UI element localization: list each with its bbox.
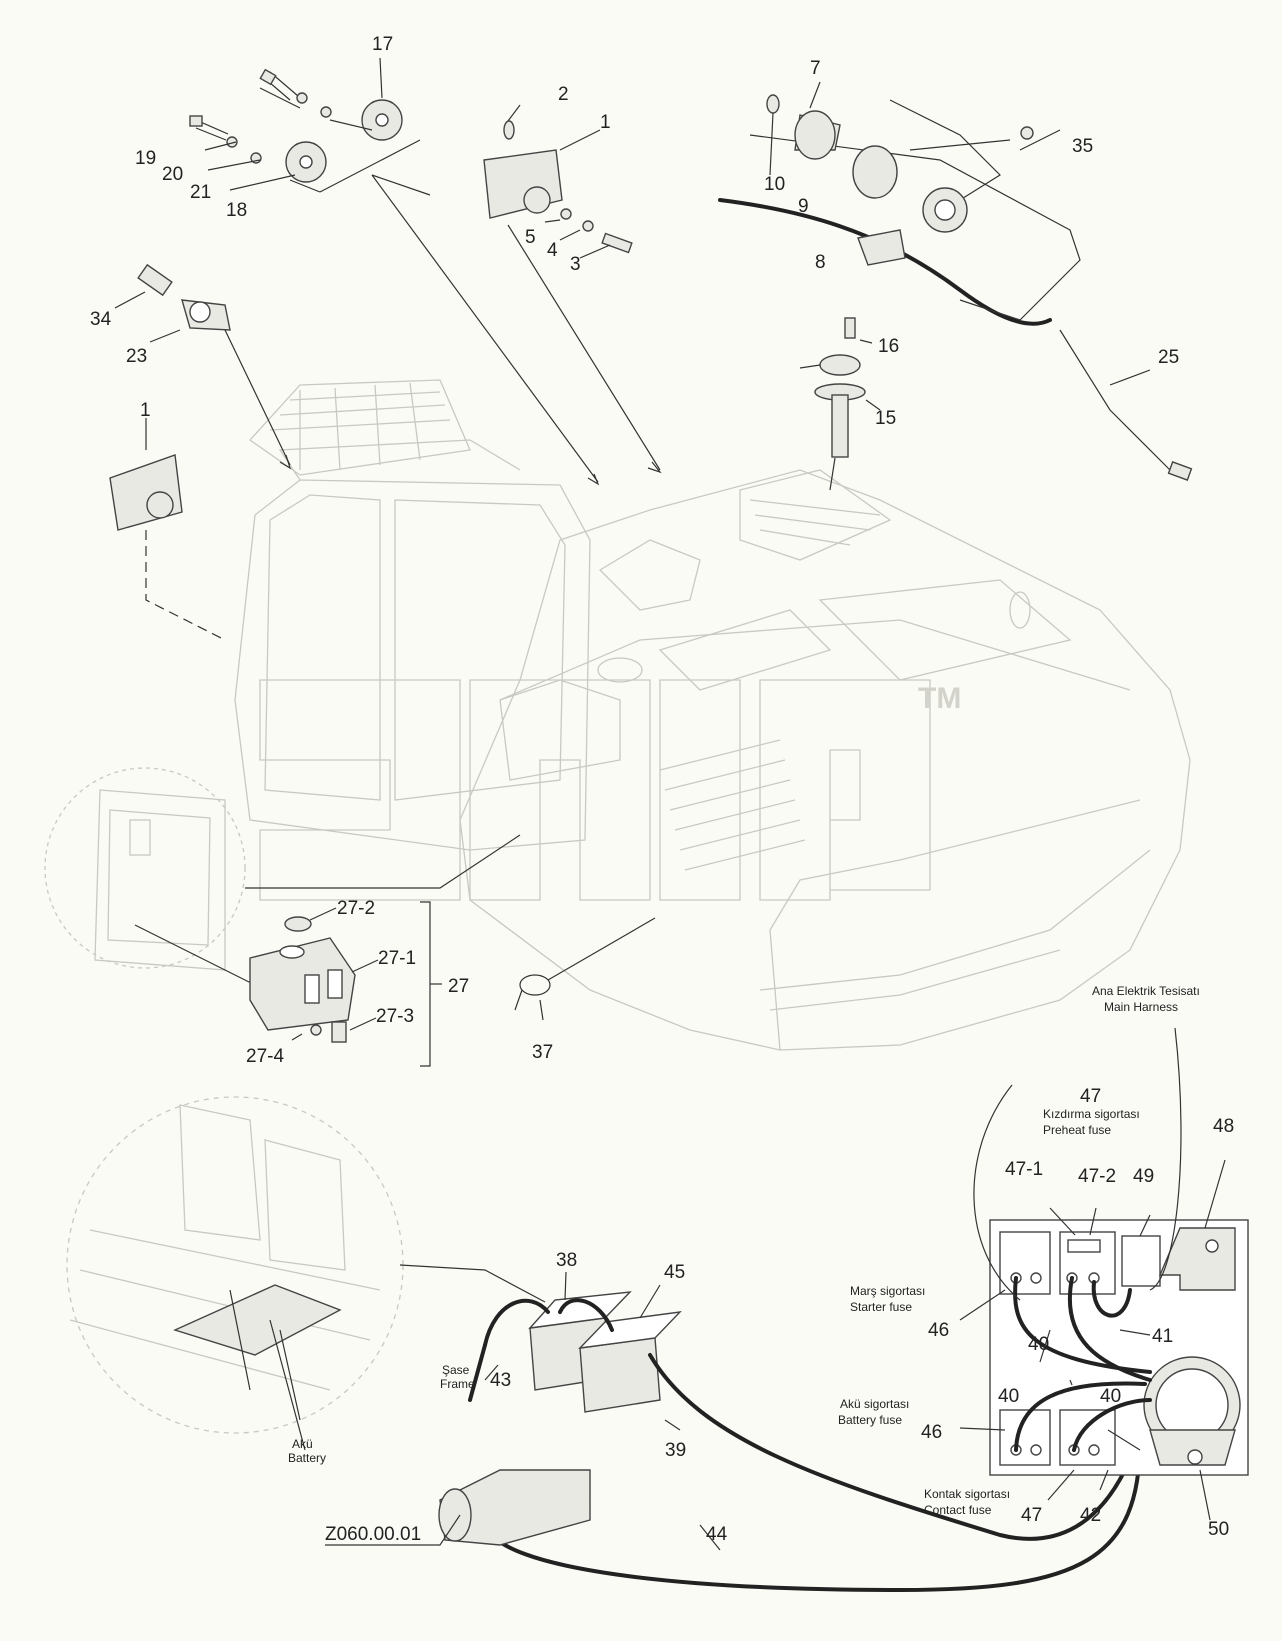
battery-cables (468, 1271, 1142, 1593)
trademark-mark: TM (918, 682, 961, 715)
label-40-c: 40 (1100, 1386, 1121, 1407)
label-40-a: 40 (1028, 1334, 1049, 1355)
label-ref-z060: Z060.00.01 (325, 1524, 421, 1545)
watermark-letters: TM (259, 679, 961, 901)
label-16: 16 (878, 336, 899, 357)
label-15: 15 (875, 408, 896, 429)
caption-starter-en: Starter fuse (850, 1300, 912, 1314)
captions: Ana Elektrik Tesisatı Main Harness Kızdı… (288, 984, 1200, 1517)
boom-lamp-assembly (718, 81, 1193, 481)
label-23: 23 (126, 346, 147, 367)
fuse-box (973, 1027, 1249, 1521)
label-50: 50 (1208, 1519, 1229, 1540)
label-49: 49 (1133, 1166, 1154, 1187)
label-3: 3 (570, 254, 581, 275)
machine-body-outline (234, 379, 1191, 1051)
caption-frame-tr: Şase (442, 1363, 470, 1377)
label-37: 37 (532, 1042, 553, 1063)
label-34: 34 (90, 309, 112, 330)
switch-assembly (114, 263, 292, 470)
caption-contact-tr: Kontak sigortası (924, 1487, 1010, 1501)
pin-2 (503, 120, 515, 140)
pump-27-3 (331, 1021, 347, 1043)
label-5: 5 (525, 227, 536, 248)
switch-34 (137, 263, 173, 297)
label-47-1: 47-1 (1005, 1159, 1043, 1180)
label-21: 21 (190, 182, 211, 203)
label-27-4: 27-4 (246, 1046, 284, 1067)
caption-frame-en: Frame (440, 1377, 475, 1391)
label-20: 20 (162, 164, 183, 185)
label-19: 19 (135, 148, 156, 169)
label-1-upper: 1 (600, 112, 611, 133)
grommet-27-4 (310, 1024, 322, 1036)
lamp-7 (794, 110, 836, 160)
label-27: 27 (448, 976, 469, 997)
label-27-2: 27-2 (337, 898, 375, 919)
label-47-top: 47 (1080, 1086, 1101, 1107)
leader-lines (371, 174, 662, 486)
label-18: 18 (226, 200, 247, 221)
label-43: 43 (490, 1370, 511, 1391)
part-labels: 17 19 20 21 18 2 1 5 4 3 7 10 9 8 35 25 … (90, 34, 1234, 1545)
fuse-47-contact (1059, 1409, 1116, 1466)
label-17: 17 (372, 34, 393, 55)
label-44: 44 (706, 1524, 728, 1545)
pin-10 (766, 94, 780, 114)
tank-27-1 (249, 937, 356, 1031)
fuse-46-starter (999, 1231, 1051, 1295)
cable-tie-37 (514, 917, 656, 1021)
label-38: 38 (556, 1250, 577, 1271)
label-25: 25 (1158, 347, 1179, 368)
label-35: 35 (1072, 136, 1093, 157)
label-4: 4 (547, 240, 558, 261)
label-40-b: 40 (998, 1386, 1019, 1407)
fuse-leaders (959, 1159, 1226, 1501)
label-48: 48 (1213, 1116, 1234, 1137)
label-45: 45 (664, 1262, 685, 1283)
work-light-upper (483, 104, 633, 259)
label-9: 9 (798, 196, 809, 217)
detail-circle-battery (66, 1096, 546, 1451)
starter-motor (325, 1469, 591, 1546)
caption-preheat-tr: Kızdırma sigortası (1043, 1107, 1140, 1121)
horn-assembly (189, 57, 421, 193)
perforated-panel-1 (739, 469, 892, 561)
label-42: 42 (1080, 1505, 1101, 1526)
lamp-9 (852, 145, 898, 199)
label-46-upper: 46 (928, 1320, 949, 1341)
washer-tank-27 (249, 901, 442, 1067)
label-27-1: 27-1 (378, 948, 416, 969)
perforated-panel-2 (499, 579, 1072, 781)
label-39: 39 (665, 1440, 686, 1461)
label-41: 41 (1152, 1326, 1173, 1347)
label-8: 8 (815, 252, 826, 273)
level-sensor (799, 317, 881, 491)
label-10: 10 (764, 174, 785, 195)
cap-27-2 (284, 916, 312, 932)
caption-preheat-en: Preheat fuse (1043, 1123, 1111, 1137)
caption-battery-tr: Akü (292, 1437, 313, 1451)
label-27-3: 27-3 (376, 1006, 414, 1027)
label-1-left: 1 (140, 400, 151, 421)
caption-main-harness-tr: Ana Elektrik Tesisatı (1092, 984, 1200, 998)
label-2: 2 (558, 84, 569, 105)
relay-49 (1121, 1235, 1161, 1287)
roof-guard (249, 379, 471, 476)
battery-45 (578, 1311, 682, 1413)
label-7: 7 (810, 58, 821, 79)
caption-starter-tr: Marş sigortası (850, 1284, 925, 1298)
caption-battery-fuse-tr: Akü sigortası (840, 1397, 909, 1411)
detail-circle-washer (44, 767, 521, 986)
label-47-2: 47-2 (1078, 1166, 1116, 1187)
work-light-left (109, 418, 226, 641)
caption-battery-fuse-en: Battery fuse (838, 1413, 902, 1427)
bracket-8 (857, 229, 906, 266)
label-47-bottom: 47 (1021, 1505, 1042, 1526)
caption-battery-en: Battery (288, 1451, 326, 1465)
label-46-lower: 46 (921, 1422, 942, 1443)
caption-main-harness-en: Main Harness (1104, 1000, 1178, 1014)
caption-contact-en: Contact fuse (924, 1503, 992, 1517)
